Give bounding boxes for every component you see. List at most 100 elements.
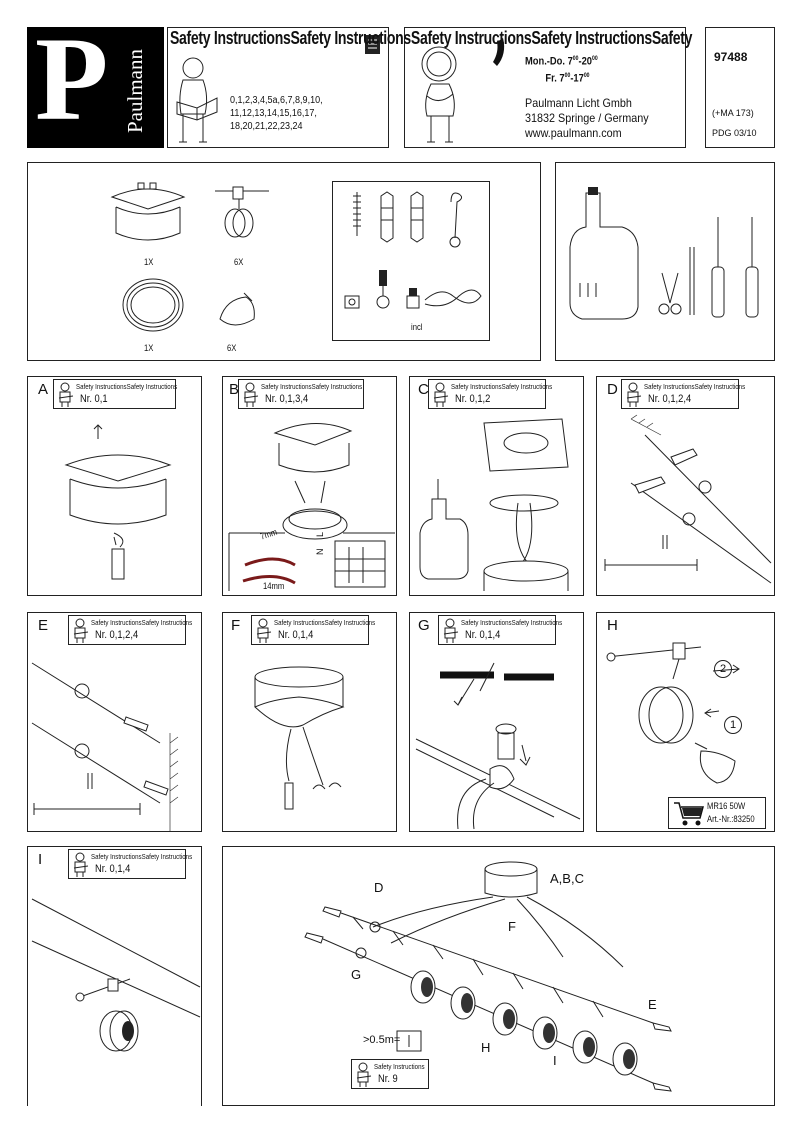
step-f-tag-title: Safety InstructionsSafety Instructions xyxy=(274,618,376,627)
safety-person-icon xyxy=(443,618,459,643)
lamp-drawing xyxy=(219,292,255,326)
pdg-code: PDG 03/10 xyxy=(712,128,757,138)
hooks-tensioner-drawing xyxy=(344,270,482,309)
step-a-tag-numbers: Nr. 0,1 xyxy=(80,393,108,405)
safety-headline: Safety InstructionsSafety InstructionsSa… xyxy=(170,28,693,48)
safety-person-icon xyxy=(73,618,89,643)
step-a-panel: A Safety InstructionsSafety Instructions… xyxy=(27,376,202,596)
step-c-tag-title: Safety InstructionsSafety Instructions xyxy=(451,382,553,391)
step-g-tag-title: Safety InstructionsSafety Instructions xyxy=(461,618,563,627)
step-g-drawing xyxy=(415,662,581,830)
step-c-safety-tag: Safety InstructionsSafety Instructions N… xyxy=(428,379,552,409)
document-icon xyxy=(365,35,380,54)
parts-panel: 1X 6X 1X 6X xyxy=(27,162,541,361)
step-d-panel: D Safety InstructionsSafety Instructions… xyxy=(596,376,775,596)
qty-canopy: 1X xyxy=(144,257,154,267)
hotline-box: Mon.-Do. 700-2000 Fr. 700-1700 Paulmann … xyxy=(404,27,686,148)
step-c-tag-numbers: Nr. 0,1,2 xyxy=(455,393,491,405)
step-h-num-1: 1 xyxy=(724,716,742,734)
step-i-safety-tag: Safety InstructionsSafety Instructions N… xyxy=(68,849,192,879)
step-d-drawing xyxy=(604,414,772,584)
hours-line1-mid: -20 xyxy=(578,55,592,68)
lamp-type: MR16 50W xyxy=(707,801,746,811)
step-a-tag-title: Safety InstructionsSafety Instructions xyxy=(76,382,178,391)
hours-line1: Mon.-Do. 7 xyxy=(525,55,573,68)
step-b-letter: B xyxy=(229,381,240,398)
spotlight-head-drawing xyxy=(215,186,269,238)
hours-line2-sup2: 00 xyxy=(583,72,590,79)
overview-label-d: D xyxy=(374,880,384,895)
step-d-tag-numbers: Nr. 0,1,2,4 xyxy=(648,393,692,405)
overview-label-g: G xyxy=(351,967,362,982)
step-e-tag-title: Safety InstructionsSafety Instructions xyxy=(91,618,193,627)
qty-lamps: 6X xyxy=(227,343,237,353)
company-address-line: 31832 Springe / Germany xyxy=(525,111,649,125)
step-a-drawing xyxy=(64,424,172,580)
safety-person-icon xyxy=(256,618,272,643)
safety-numbers-box: 0,1,2,3,4,5a,6,7,8,9,10, 11,12,13,14,15,… xyxy=(167,27,389,148)
step-c-letter: C xyxy=(418,381,429,398)
distance-label: >0.5m= xyxy=(363,1034,401,1046)
ma-code: (+MA 173) xyxy=(712,108,754,118)
overview-safety-tag: Safety Instructions Nr. 9 xyxy=(351,1059,429,1089)
safety-person-icon xyxy=(58,382,74,407)
overview-panel: A,B,C D F G E H I >0.5m= Safety Instruct… xyxy=(222,846,775,1106)
lamp-article-number: Art.-Nr.:83250 xyxy=(707,814,755,824)
step-i-tag-title: Safety InstructionsSafety Instructions xyxy=(91,852,193,861)
step-h-letter: H xyxy=(607,617,618,634)
step-i-panel: I Safety InstructionsSafety Instructions… xyxy=(27,846,202,1106)
overview-label-e: E xyxy=(648,997,657,1012)
step-d-tag-title: Safety InstructionsSafety Instructions xyxy=(644,382,746,391)
step-e-letter: E xyxy=(38,617,49,634)
step-h-drawing xyxy=(606,642,740,784)
overview-label-h: H xyxy=(481,1040,491,1055)
step-i-drawing xyxy=(31,898,201,1052)
overview-label-abc: A,B,C xyxy=(550,871,584,886)
step-d-letter: D xyxy=(607,381,618,398)
step-b-tag-numbers: Nr. 0,1,3,4 xyxy=(265,393,309,405)
screws-plugs-drawing xyxy=(353,191,463,248)
overview-label-i: I xyxy=(553,1053,557,1068)
step-e-safety-tag: Safety InstructionsSafety Instructions N… xyxy=(68,615,192,645)
logo-brand-name: Paulmann xyxy=(123,49,147,133)
step-e-drawing xyxy=(31,662,179,831)
shopping-cart-icon xyxy=(674,802,704,826)
step-f-drawing xyxy=(254,666,345,810)
lamp-purchase-box: MR16 50W Art.-Nr.:83250 xyxy=(668,797,766,829)
wire-l-label: L xyxy=(315,531,325,537)
overview-tag-numbers: Nr. 9 xyxy=(378,1073,398,1085)
overview-label-f: F xyxy=(508,919,516,934)
logo-letter: P xyxy=(35,12,109,145)
incl-label: incl xyxy=(411,322,423,332)
step-f-safety-tag: Safety InstructionsSafety Instructions N… xyxy=(251,615,375,645)
overview-spotlights xyxy=(410,970,638,1076)
step-i-tag-numbers: Nr. 0,1,4 xyxy=(95,863,131,875)
step-f-panel: F Safety InstructionsSafety Instructions… xyxy=(222,612,397,832)
safety-person-icon xyxy=(356,1062,372,1087)
strip-14mm-label: 14mm xyxy=(263,581,285,591)
step-g-panel: G Safety InstructionsSafety Instructions… xyxy=(409,612,584,832)
step-d-safety-tag: Safety InstructionsSafety Instructions N… xyxy=(621,379,745,409)
step-a-letter: A xyxy=(38,381,49,398)
overview-tag-title: Safety Instructions xyxy=(374,1062,425,1071)
step-h-num-1-text: 1 xyxy=(729,719,737,731)
paulmann-logo: P Paulmann xyxy=(27,19,164,148)
phone-person-icon xyxy=(421,38,505,143)
hours-line2: Fr. 7 xyxy=(545,72,565,85)
safety-numbers-list: 0,1,2,3,4,5a,6,7,8,9,10, 11,12,13,14,15,… xyxy=(230,95,323,132)
drill-icon xyxy=(569,192,639,320)
hours-line2-sup1: 00 xyxy=(564,72,571,79)
company-website: www.paulmann.com xyxy=(525,126,622,140)
step-b-panel: B Safety InstructionsSafety Instructions… xyxy=(222,376,397,596)
step-b-safety-tag: Safety InstructionsSafety Instructions N… xyxy=(238,379,364,409)
article-number: 97488 xyxy=(714,50,748,64)
step-h-num-2: 2 xyxy=(714,660,732,678)
step-a-safety-tag: Safety InstructionsSafety Instructions N… xyxy=(53,379,178,409)
step-h-panel: H 2 1 MR16 50W Art.-Nr.:83250 xyxy=(596,612,775,832)
safety-person-icon xyxy=(626,382,642,407)
step-c-panel: C Safety InstructionsSafety Instructions… xyxy=(409,376,584,596)
step-g-letter: G xyxy=(418,617,430,634)
hotline-hours: Mon.-Do. 700-2000 Fr. 700-1700 xyxy=(525,52,598,85)
step-f-letter: F xyxy=(231,617,241,634)
hours-line1-sup2: 00 xyxy=(591,56,598,62)
